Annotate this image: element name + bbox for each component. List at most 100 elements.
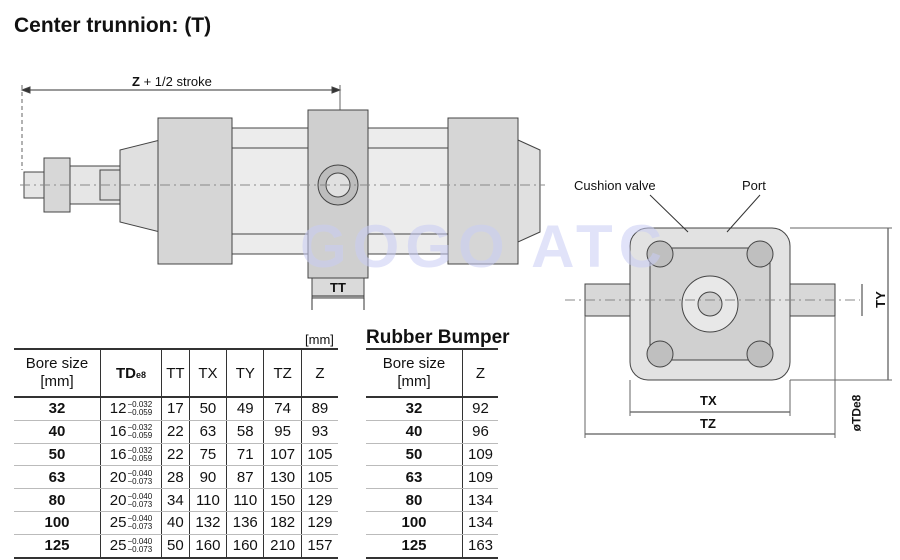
td-tolerance: −0.040−0.073 bbox=[127, 468, 153, 486]
td-cell: 12−0.032−0.059 bbox=[100, 397, 162, 421]
rb-z-cell: 134 bbox=[462, 488, 498, 512]
bore-cell: 63 bbox=[14, 465, 101, 490]
bore-cell: 32 bbox=[14, 397, 101, 421]
tx-cell: 75 bbox=[189, 443, 228, 467]
header-z: Z bbox=[301, 348, 338, 398]
td-value: 25 bbox=[109, 514, 127, 532]
tx-cell: 110 bbox=[189, 488, 228, 512]
td-tolerance: −0.040−0.073 bbox=[127, 515, 152, 531]
td-cell: 20−0.040−0.073 bbox=[100, 465, 162, 490]
z-cell: 157 bbox=[301, 534, 338, 559]
ty-cell: 87 bbox=[226, 465, 265, 490]
header-tt: TT bbox=[161, 348, 190, 398]
td-tolerance: −0.032−0.059 bbox=[127, 447, 152, 463]
tt-cell: 34 bbox=[161, 488, 190, 512]
td-tolerance-upper: −0.040 bbox=[127, 491, 153, 501]
td-tolerance-upper: −0.032 bbox=[127, 400, 153, 410]
td-value: 20 bbox=[109, 491, 127, 509]
rb-header-z: Z bbox=[462, 348, 498, 398]
z-cell: 129 bbox=[301, 488, 338, 512]
tt-cell: 22 bbox=[161, 420, 190, 444]
bore-cell: 40 bbox=[14, 420, 101, 444]
td-tolerance-lower: −0.073 bbox=[127, 522, 153, 532]
td-tolerance: −0.040−0.073 bbox=[127, 538, 152, 554]
port-label: Port bbox=[742, 178, 766, 193]
tx-cell: 90 bbox=[189, 465, 228, 490]
cushion-valve-label: Cushion valve bbox=[574, 178, 656, 193]
tx-cell: 160 bbox=[189, 534, 228, 559]
rb-z-cell: 109 bbox=[462, 465, 498, 490]
td-cell: 25−0.040−0.073 bbox=[100, 534, 162, 559]
tx-cell: 132 bbox=[189, 511, 228, 535]
z-cell: 129 bbox=[301, 511, 338, 535]
tt-cell: 40 bbox=[161, 511, 190, 535]
tz-cell: 130 bbox=[263, 465, 302, 490]
td-tolerance-upper: −0.040 bbox=[127, 537, 153, 547]
rb-bore-cell: 50 bbox=[366, 443, 463, 467]
td-dimension-label: øTDe8 bbox=[849, 394, 864, 432]
tx-cell: 50 bbox=[189, 397, 228, 421]
td-tolerance-lower: −0.073 bbox=[127, 476, 153, 486]
tz-dimension-label: TZ bbox=[700, 416, 716, 431]
ty-cell: 136 bbox=[226, 511, 265, 535]
rb-z-cell: 134 bbox=[462, 511, 498, 535]
td-tolerance-upper: −0.032 bbox=[127, 446, 153, 455]
rb-z-cell: 96 bbox=[462, 420, 498, 444]
ty-cell: 160 bbox=[226, 534, 265, 559]
tt-dimension-label: TT bbox=[330, 280, 346, 295]
z-cell: 105 bbox=[301, 443, 338, 467]
z-dimension-label: Z + 1/2 stroke bbox=[132, 74, 212, 89]
header-tx: TX bbox=[189, 348, 228, 398]
td-tolerance-lower: −0.059 bbox=[127, 408, 153, 418]
td-tolerance-lower: −0.059 bbox=[127, 454, 153, 463]
td-tolerance-lower: −0.073 bbox=[127, 545, 153, 555]
tz-cell: 95 bbox=[263, 420, 302, 444]
tz-cell: 74 bbox=[263, 397, 302, 421]
page-title: Center trunnion: (T) bbox=[14, 14, 212, 37]
td-tolerance-lower: −0.073 bbox=[127, 499, 153, 509]
td-value: 16 bbox=[109, 445, 127, 463]
tt-cell: 17 bbox=[161, 397, 190, 421]
rb-bore-cell: 32 bbox=[366, 397, 463, 421]
td-cell: 25−0.040−0.073 bbox=[100, 511, 162, 535]
rb-bore-cell: 40 bbox=[366, 420, 463, 444]
td-value: 12 bbox=[109, 400, 127, 418]
rb-bore-cell: 125 bbox=[366, 534, 463, 559]
ty-dimension-label: TY bbox=[872, 291, 888, 308]
header-tz: TZ bbox=[263, 348, 302, 398]
td-cell: 16−0.032−0.059 bbox=[100, 443, 162, 467]
rb-bore-cell: 63 bbox=[366, 465, 463, 490]
tz-cell: 210 bbox=[263, 534, 302, 559]
td-tolerance: −0.032−0.059 bbox=[127, 401, 152, 417]
ty-cell: 110 bbox=[226, 488, 265, 512]
td-tolerance: −0.040−0.073 bbox=[127, 491, 153, 509]
z-cell: 105 bbox=[301, 465, 338, 490]
header-ty: TY bbox=[226, 348, 265, 398]
rb-bore-cell: 80 bbox=[366, 488, 463, 512]
unit-label: [mm] bbox=[305, 332, 334, 347]
td-tolerance-upper: −0.040 bbox=[127, 468, 153, 478]
td-tolerance: −0.032−0.059 bbox=[127, 424, 152, 440]
tz-cell: 150 bbox=[263, 488, 302, 512]
td-cell: 20−0.040−0.073 bbox=[100, 488, 162, 512]
z-cell: 93 bbox=[301, 420, 338, 444]
bore-cell: 80 bbox=[14, 488, 101, 512]
ty-cell: 71 bbox=[226, 443, 265, 467]
tt-cell: 50 bbox=[161, 534, 190, 559]
td-tolerance-lower: −0.059 bbox=[127, 431, 153, 441]
header-td: TDe8 bbox=[100, 348, 162, 398]
td-value: 20 bbox=[109, 468, 127, 486]
td-tolerance-upper: −0.040 bbox=[127, 514, 153, 524]
bore-cell: 100 bbox=[14, 511, 101, 535]
bore-cell: 125 bbox=[14, 534, 101, 559]
